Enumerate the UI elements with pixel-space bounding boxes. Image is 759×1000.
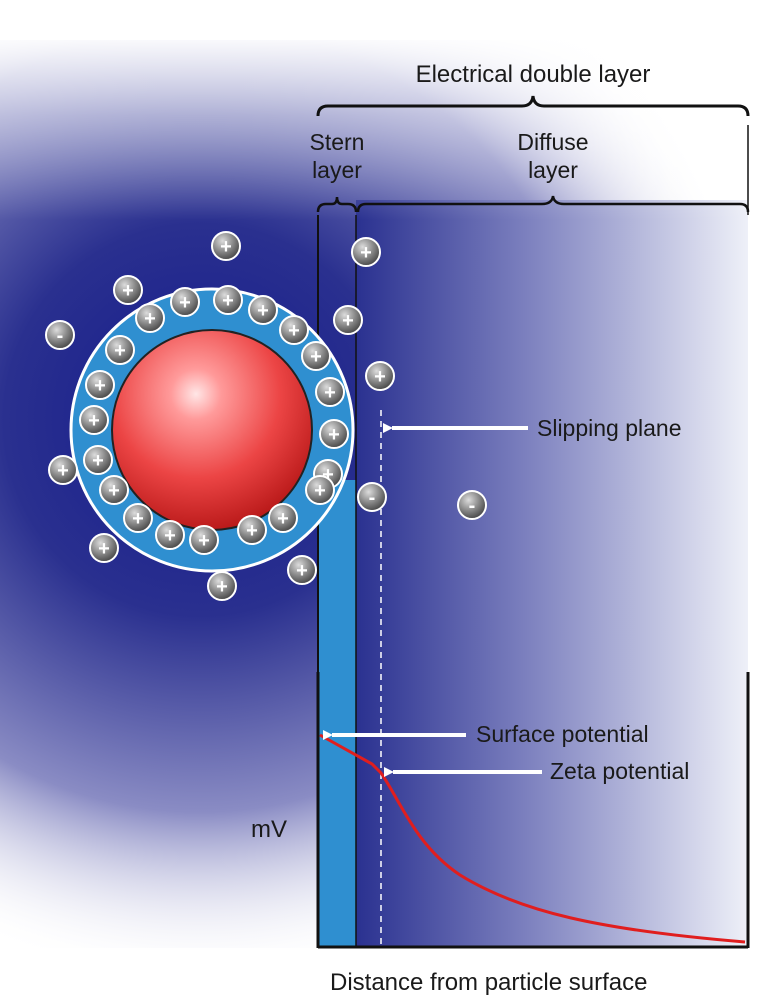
positive-ion: + [319, 419, 349, 449]
positive-ion: + [170, 287, 200, 317]
plus-sign: + [92, 450, 104, 472]
plus-sign: + [222, 290, 234, 312]
plus-sign: + [220, 236, 232, 258]
positive-ion: + [365, 361, 395, 391]
minus-sign: - [469, 495, 476, 517]
positive-ion: + [135, 303, 165, 333]
diffuse-label-line1: Diffuse [517, 129, 588, 155]
plus-sign: + [114, 340, 126, 362]
plus-sign: + [374, 366, 386, 388]
diffuse-brace [356, 195, 750, 213]
diffuse-label-line2: layer [528, 157, 578, 183]
positive-ion: + [123, 503, 153, 533]
positive-ion: + [155, 520, 185, 550]
ions-group: +++++++++++++++++++++++++-++++-- [45, 231, 487, 601]
plus-sign: + [179, 292, 191, 314]
right-white [748, 0, 759, 1000]
surface-potential-label: Surface potential [476, 721, 649, 747]
plus-sign: + [94, 375, 106, 397]
positive-ion: + [237, 515, 267, 545]
positive-ion: + [279, 315, 309, 345]
plus-sign: + [322, 464, 334, 486]
negative-ion: - [457, 490, 487, 520]
positive-ion: + [305, 475, 335, 505]
edl-brace [316, 95, 750, 117]
positive-ion: + [351, 237, 381, 267]
plus-sign: + [164, 525, 176, 547]
positive-ion: + [287, 555, 317, 585]
slipping-plane-label: Slipping plane [537, 415, 682, 441]
plus-sign: + [277, 508, 289, 530]
minus-sign: - [57, 325, 64, 347]
plus-sign: + [257, 300, 269, 322]
positive-ion: + [48, 455, 78, 485]
plus-sign: + [324, 382, 336, 404]
positive-ion: + [89, 533, 119, 563]
plus-sign: + [314, 480, 326, 502]
plus-sign: + [132, 508, 144, 530]
y-unit-label: mV [251, 816, 287, 843]
positive-ion: + [315, 377, 345, 407]
plus-sign: + [328, 424, 340, 446]
plus-sign: + [88, 410, 100, 432]
positive-ion: + [301, 341, 331, 371]
plus-sign: + [144, 308, 156, 330]
plus-sign: + [98, 538, 110, 560]
positive-ion: + [248, 295, 278, 325]
positive-ion: + [83, 445, 113, 475]
positive-ion: + [105, 335, 135, 365]
positive-ion: + [113, 275, 143, 305]
potential-curve [319, 733, 746, 944]
positive-ion: + [189, 525, 219, 555]
zeta-potential-label: Zeta potential [550, 758, 689, 784]
plus-sign: + [296, 560, 308, 582]
stern-label-line1: Stern [310, 129, 365, 155]
stern-band [318, 480, 356, 948]
x-axis-label: Distance from particle surface [330, 969, 647, 996]
positive-ion: + [207, 571, 237, 601]
positive-ion: + [268, 503, 298, 533]
negative-ion: - [45, 320, 75, 350]
edl-label: Electrical double layer [416, 61, 651, 88]
positive-ion: + [79, 405, 109, 435]
plus-sign: + [342, 310, 354, 332]
plus-sign: + [57, 460, 69, 482]
positive-ion: + [333, 305, 363, 335]
plus-sign: + [108, 480, 120, 502]
positive-ion: + [213, 285, 243, 315]
plus-sign: + [216, 576, 228, 598]
minus-sign: - [369, 487, 376, 509]
plus-sign: + [198, 530, 210, 552]
stern-brace [316, 196, 358, 213]
positive-ion: + [99, 475, 129, 505]
particle [69, 287, 355, 573]
stern-label-line2: layer [312, 157, 362, 183]
positive-ion: + [85, 370, 115, 400]
plus-sign: + [122, 280, 134, 302]
plus-sign: + [310, 346, 322, 368]
positive-ion: + [211, 231, 241, 261]
particle-core [111, 329, 313, 531]
plus-sign: + [246, 520, 258, 542]
plus-sign: + [288, 320, 300, 342]
bottom-white [0, 948, 759, 1000]
negative-ion: - [357, 482, 387, 512]
plus-sign: + [360, 242, 372, 264]
